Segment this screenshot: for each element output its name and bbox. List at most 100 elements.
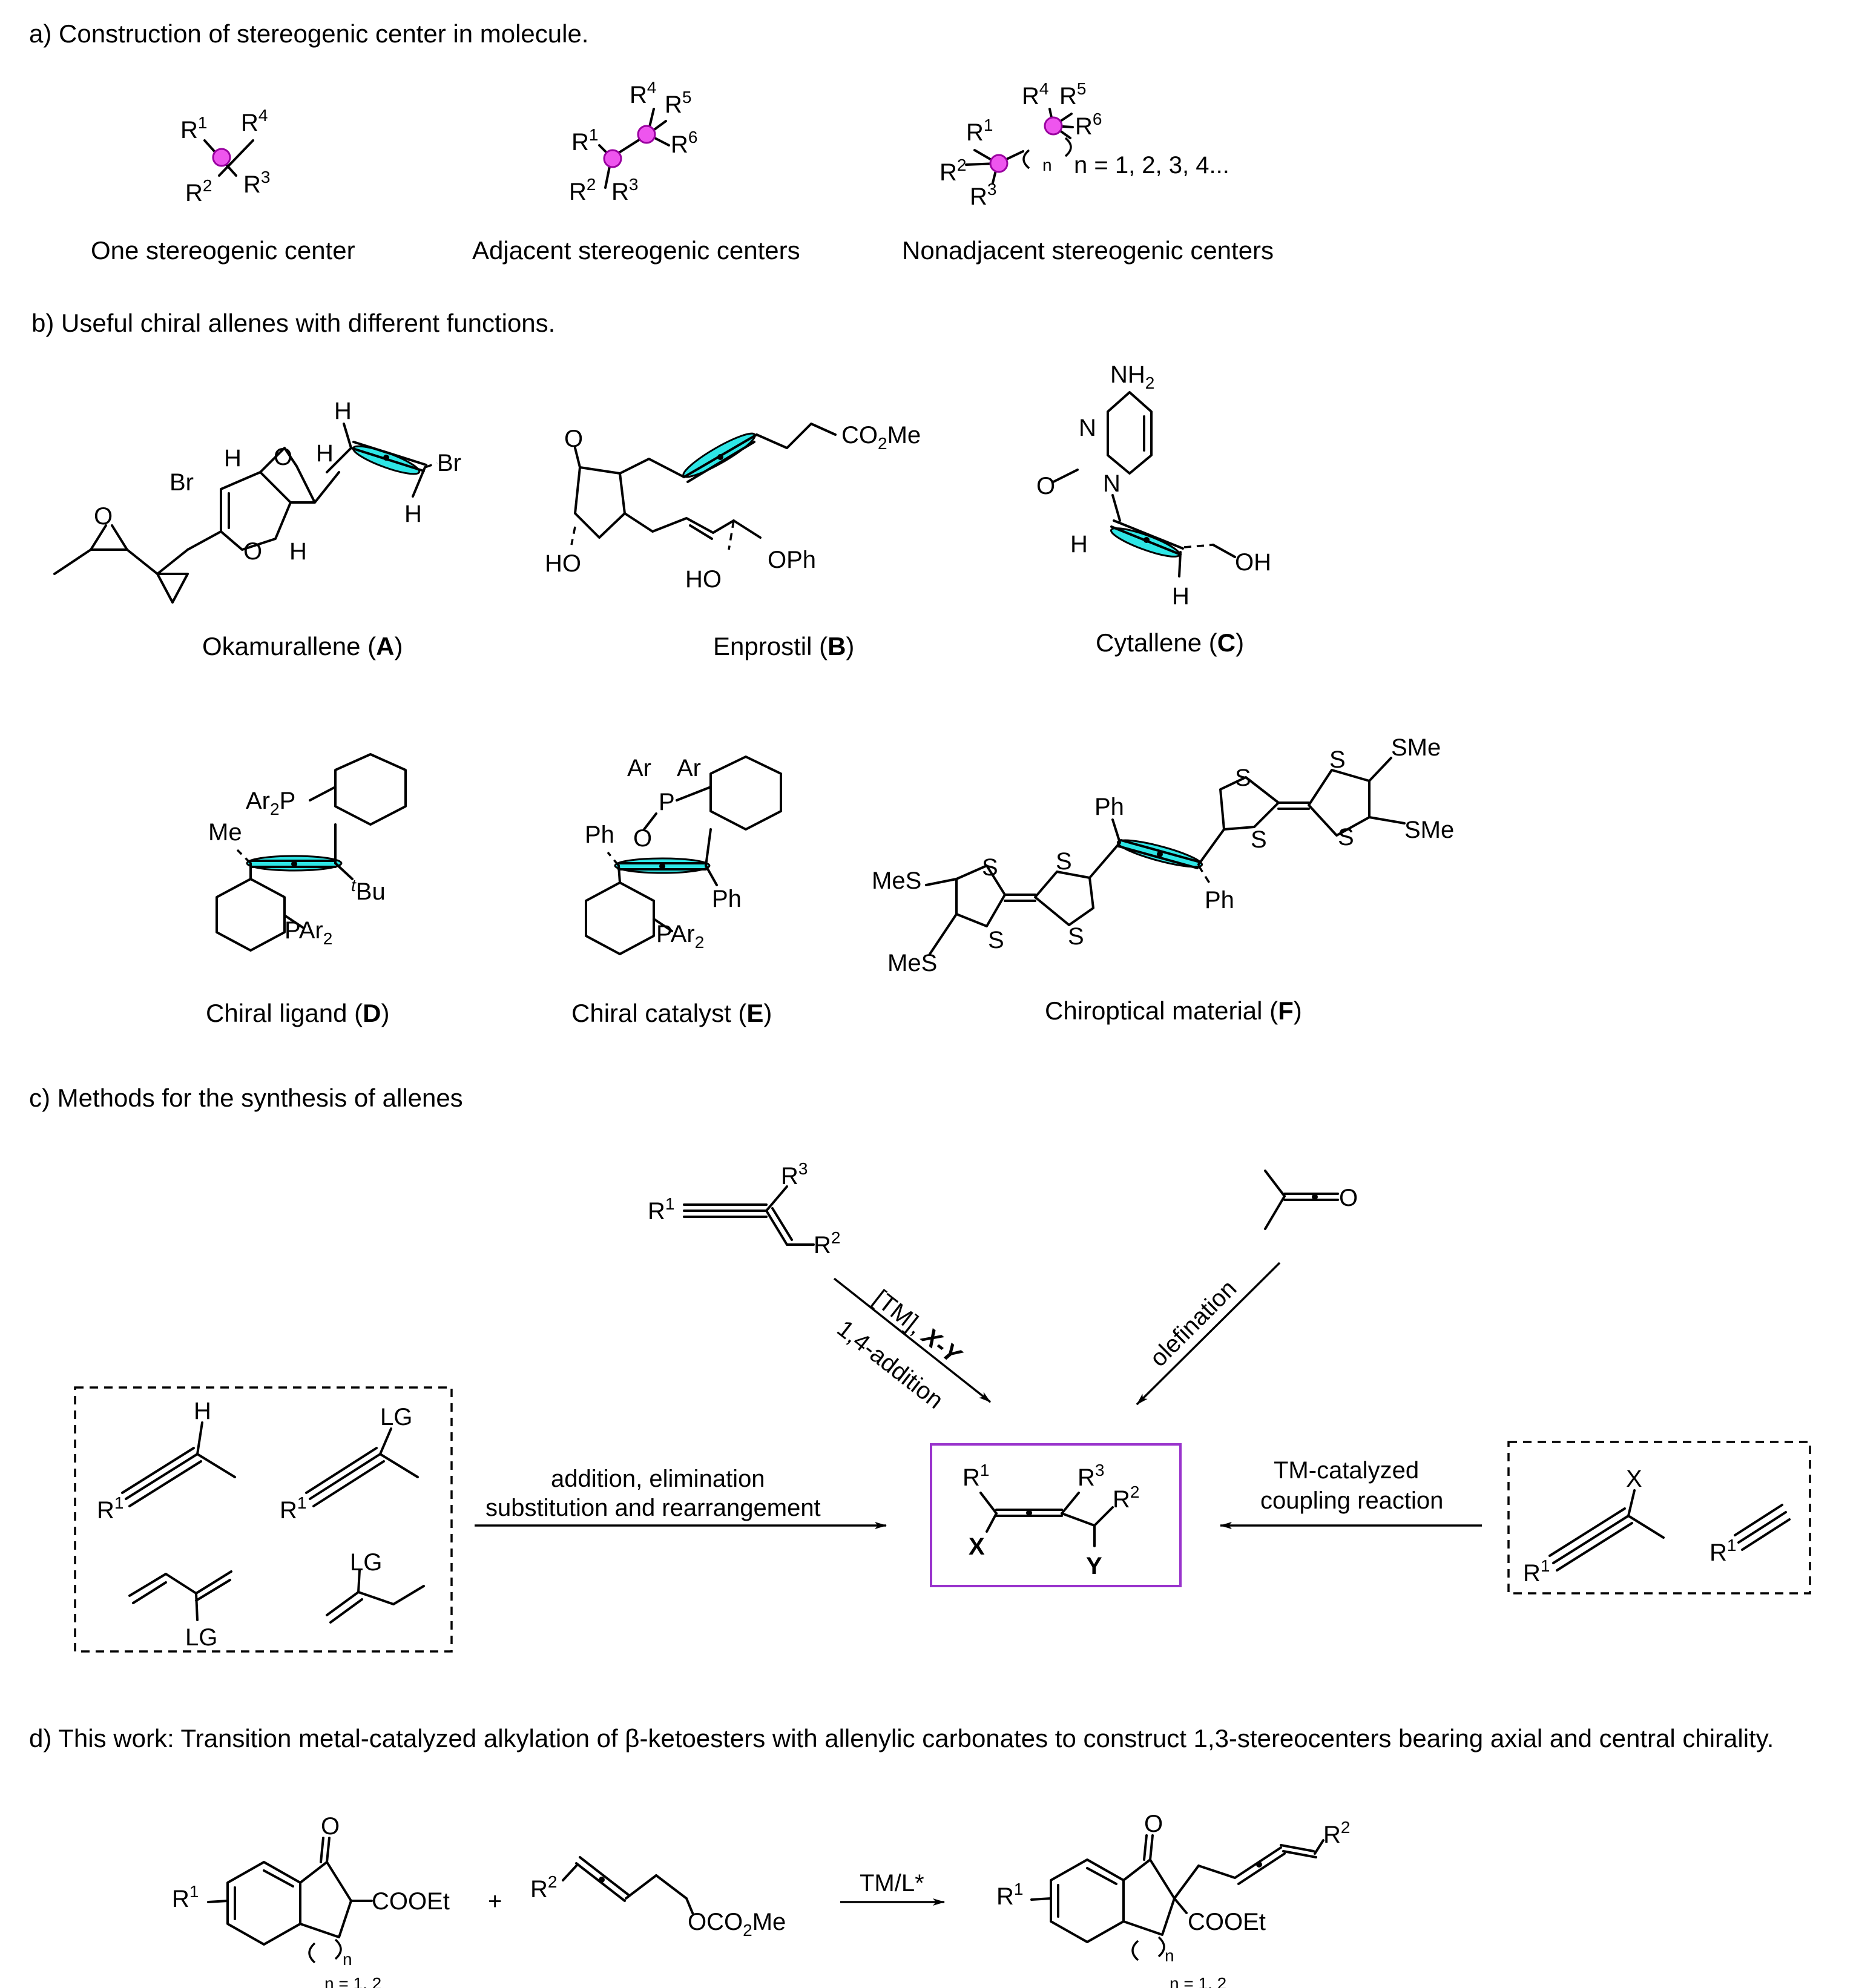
adjacent-stereocenters-structure: R1 R4 R5 R6 R2 R3 xyxy=(569,78,697,205)
svg-text:N: N xyxy=(1103,470,1121,497)
svg-text:H: H xyxy=(224,445,242,472)
svg-text:S: S xyxy=(1056,848,1072,875)
svg-text:R1: R1 xyxy=(97,1493,123,1524)
svg-text:SMe: SMe xyxy=(1391,734,1441,761)
svg-text:OPh: OPh xyxy=(768,547,816,573)
route-right-label-1: TM-catalyzed xyxy=(1274,1457,1419,1484)
svg-text:S: S xyxy=(1329,746,1346,773)
svg-text:R4: R4 xyxy=(1022,79,1048,110)
right-substrate-box xyxy=(1507,1441,1811,1595)
svg-text:R6: R6 xyxy=(1075,110,1102,140)
chiral-catalyst-structure: Ar Ar P O Ph Ph PAr2 xyxy=(585,755,782,955)
ketene-structure: O xyxy=(1264,1170,1358,1230)
svg-text:R2: R2 xyxy=(185,176,212,206)
svg-text:R1: R1 xyxy=(648,1194,674,1225)
svg-text:HO: HO xyxy=(685,566,722,593)
left-substrates: R1 H R1 LG LG LG xyxy=(97,1398,425,1651)
svg-text:S: S xyxy=(1338,824,1354,851)
svg-text:X: X xyxy=(969,1533,985,1560)
svg-text:R1: R1 xyxy=(1523,1556,1550,1587)
svg-text:O: O xyxy=(1036,473,1055,499)
svg-text:R2: R2 xyxy=(1113,1483,1139,1513)
svg-text:OCO2Me: OCO2Me xyxy=(688,1909,786,1940)
svg-text:O: O xyxy=(321,1813,340,1840)
svg-text:R3: R3 xyxy=(781,1159,808,1190)
enyne-structure: R1 R3 R2 xyxy=(648,1159,840,1259)
svg-text:COOEt: COOEt xyxy=(372,1888,450,1915)
svg-text:n: n xyxy=(1042,156,1052,174)
enprostil-structure: O HO CO2Me HO OPh xyxy=(545,422,921,593)
svg-text:O: O xyxy=(633,825,652,852)
svg-text:R2: R2 xyxy=(530,1872,557,1903)
svg-text:CO2Me: CO2Me xyxy=(841,422,921,453)
caption-adjacent-stereocenters: Adjacent stereogenic centers xyxy=(472,236,800,265)
svg-text:LG: LG xyxy=(185,1624,217,1651)
cytallene-structure: NH2 N N O H H OH xyxy=(1036,361,1271,610)
svg-text:NH2: NH2 xyxy=(1110,361,1154,392)
product-structure: R1 O R2 COOEt n xyxy=(996,1811,1350,1965)
svg-text:S: S xyxy=(1068,923,1084,950)
svg-text:Ph: Ph xyxy=(1205,887,1234,913)
svg-text:R3: R3 xyxy=(970,180,996,210)
caption-one-stereocenter: One stereogenic center xyxy=(91,236,355,265)
okamurallene-structure: O O Br H H O H H H Br xyxy=(53,398,461,604)
svg-text:X: X xyxy=(1626,1466,1642,1492)
left-substrate-box xyxy=(74,1386,453,1653)
svg-text:R1: R1 xyxy=(966,116,993,146)
svg-text:H: H xyxy=(334,398,352,424)
svg-text:Ph: Ph xyxy=(1094,794,1124,820)
svg-text:R3: R3 xyxy=(243,168,270,198)
right-substrates: R1 X R1 xyxy=(1523,1466,1791,1587)
svg-text:R4: R4 xyxy=(630,78,656,108)
svg-text:SMe: SMe xyxy=(1404,817,1454,843)
svg-text:COOEt: COOEt xyxy=(1188,1909,1266,1935)
svg-text:N: N xyxy=(1079,415,1096,441)
reaction-conditions: TM/L* xyxy=(860,1870,924,1897)
svg-text:O: O xyxy=(1144,1811,1163,1837)
svg-text:P: P xyxy=(659,789,675,815)
caption-okamurallene: Okamurallene (A) xyxy=(202,632,403,660)
svg-text:LG: LG xyxy=(350,1549,382,1576)
svg-text:n: n xyxy=(1165,1946,1174,1965)
svg-text:LG: LG xyxy=(380,1404,412,1430)
svg-text:R4: R4 xyxy=(241,106,268,136)
route-right-label-2: coupling reaction xyxy=(1260,1487,1443,1514)
section-a-title: a) Construction of stereogenic center in… xyxy=(29,19,588,48)
stereocenter-highlight xyxy=(212,148,231,167)
svg-text:S: S xyxy=(1251,826,1267,853)
section-b-title: b) Useful chiral allenes with different … xyxy=(31,309,555,337)
n-values-left: n = 1, 2 xyxy=(324,1974,381,1988)
svg-text:R5: R5 xyxy=(665,88,691,118)
svg-text:O: O xyxy=(243,538,262,565)
svg-text:Ar: Ar xyxy=(627,755,651,782)
svg-text:S: S xyxy=(982,854,998,881)
caption-chiral-catalyst: Chiral catalyst (E) xyxy=(571,999,772,1027)
svg-text:R1: R1 xyxy=(280,1493,306,1524)
svg-text:Me: Me xyxy=(208,819,242,846)
svg-text:Br: Br xyxy=(437,450,461,476)
svg-text:R3: R3 xyxy=(611,175,638,205)
caption-nonadjacent-stereocenters: Nonadjacent stereogenic centers xyxy=(902,236,1274,265)
svg-text:R6: R6 xyxy=(671,128,697,158)
caption-cytallene: Cytallene (C) xyxy=(1096,628,1244,657)
svg-text:S: S xyxy=(1235,765,1251,791)
allene-product-box xyxy=(930,1443,1182,1587)
svg-text:Br: Br xyxy=(169,469,194,496)
chiroptical-material-structure: MeS MeS S S S S Ph Ph S S S S SMe SMe xyxy=(872,734,1454,976)
n-values-label: n = 1, 2, 3, 4... xyxy=(1074,152,1229,179)
svg-text:R1: R1 xyxy=(180,113,207,143)
svg-text:Ph: Ph xyxy=(712,886,742,912)
chiral-ligand-structure: Ar2P Me tBu PAr2 xyxy=(208,753,407,952)
caption-chiroptical-material: Chiroptical material (F) xyxy=(1045,996,1302,1025)
svg-text:Ar2P: Ar2P xyxy=(246,788,295,818)
svg-text:n: n xyxy=(343,1950,352,1969)
allenylic-carbonate-structure: R2 OCO2Me xyxy=(530,1856,786,1940)
beta-ketoester-structure: R1 O COOEt n xyxy=(172,1813,450,1969)
svg-text:S: S xyxy=(988,927,1004,953)
svg-text:O: O xyxy=(1339,1185,1358,1211)
section-d-title: d) This work: Transition metal-catalyzed… xyxy=(29,1724,1774,1753)
svg-text:O: O xyxy=(564,426,583,452)
svg-text:R1: R1 xyxy=(571,125,598,156)
svg-text:R2: R2 xyxy=(1323,1818,1350,1848)
general-allene-product: R1 R3 X R2 Y xyxy=(963,1461,1139,1579)
